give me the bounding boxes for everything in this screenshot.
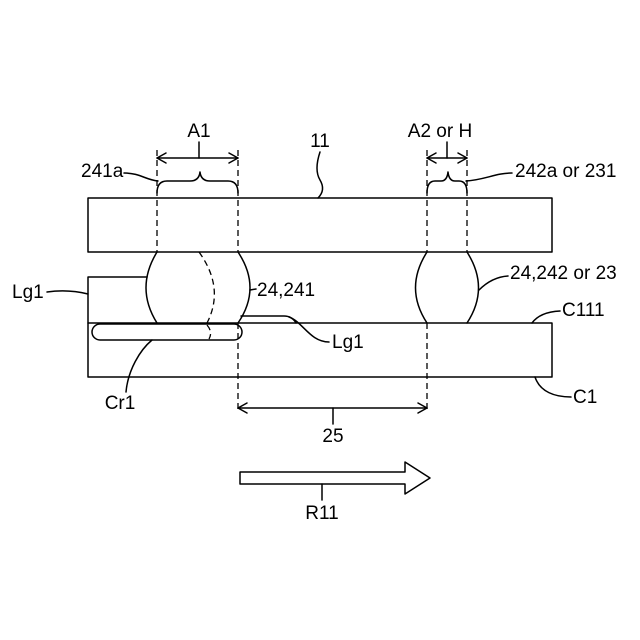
right-bump-left-edge — [416, 252, 428, 323]
direction-arrow — [240, 462, 430, 494]
direction-arrow-group: R11 — [240, 462, 430, 524]
bottom-plate-label: C1 — [573, 387, 597, 408]
bottom-surface-leader — [532, 311, 560, 323]
brace-left-leader — [124, 173, 158, 181]
bottom-surface-label: C111 — [562, 300, 605, 321]
left-bump-label: 24,241 — [257, 280, 315, 301]
dimension-a1: A1 — [157, 121, 238, 163]
brace-right-leader — [466, 173, 512, 181]
bottom-member: C1 C111 — [88, 300, 605, 408]
left-bump-inner-boundary — [199, 252, 214, 323]
dimension-a2-label: A2 or H — [408, 121, 472, 142]
dimension-a1-label: A1 — [187, 121, 210, 142]
left-leak-block — [88, 277, 147, 323]
crack-inner-boundary — [207, 325, 211, 339]
crack-label: Cr1 — [105, 393, 136, 414]
right-bump-leader — [479, 276, 508, 290]
right-bump-label: 24,242 or 23 — [510, 263, 617, 284]
right-leak-film — [241, 316, 296, 323]
direction-arrow-label: R11 — [305, 503, 338, 524]
crack-group: Cr1 — [92, 324, 242, 414]
brace-left — [157, 172, 238, 193]
dimension-gap-label: 25 — [322, 426, 343, 447]
left-leak-leader — [47, 291, 88, 294]
crack-leader — [126, 340, 152, 392]
dimension-gap: 25 — [238, 403, 427, 447]
right-leak-label: Lg1 — [332, 332, 364, 353]
brace-left-group: 241a — [81, 161, 238, 193]
brace-right-label: 242a or 231 — [515, 161, 616, 182]
top-plate-leader — [317, 152, 323, 198]
left-bump-right-edge — [238, 252, 250, 323]
bottom-plate — [88, 323, 552, 377]
right-leak-leader — [289, 317, 329, 342]
left-leak-group: Lg1 — [12, 277, 147, 323]
brace-left-label: 241a — [81, 161, 124, 182]
brace-right — [427, 172, 467, 193]
dimension-a2: A2 or H — [408, 121, 472, 163]
left-bump-leader — [250, 289, 256, 290]
top-plate-label: 11 — [310, 131, 330, 152]
left-bump-group: 24,241 — [146, 252, 315, 323]
left-bump-left-edge — [146, 252, 157, 323]
bottom-plate-leader — [535, 377, 571, 397]
right-bump-right-edge — [467, 252, 479, 323]
brace-right-group: 242a or 231 — [427, 161, 616, 193]
crack-outline — [92, 324, 242, 340]
right-leak-group: Lg1 — [241, 316, 364, 353]
left-leak-label: Lg1 — [12, 282, 44, 303]
